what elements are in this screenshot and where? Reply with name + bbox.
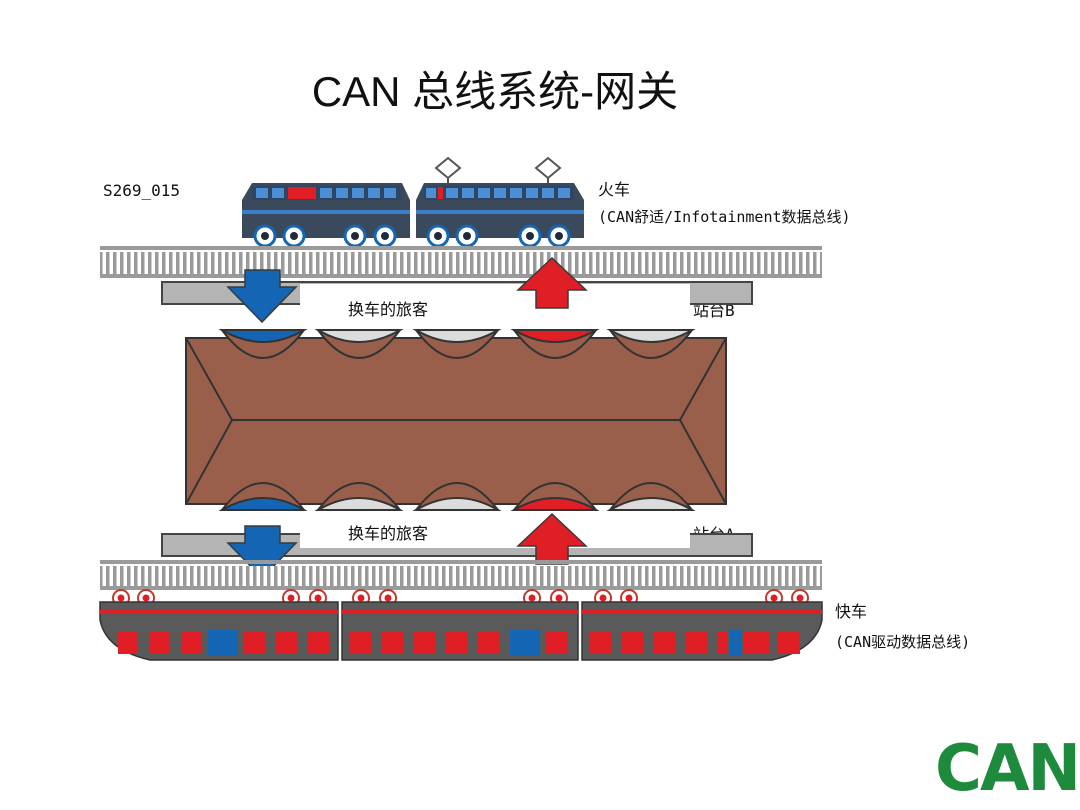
station-b-label: 站台B [693,301,735,320]
top-train-label: 火车 [598,180,631,199]
can-logo: CAN [935,732,1080,806]
transfer-passengers-label-bottom: 换车的旅客 [348,524,429,543]
bottom-track [100,560,822,590]
top-train-sublabel: (CAN舒适/Infotainment数据总线) [598,208,851,226]
bottom-train [99,589,823,661]
page-title: CAN 总线系统-网关 [311,68,679,115]
pantograph-icon [534,156,562,180]
top-track [100,246,822,278]
top-train [242,156,584,248]
wheels [253,224,571,248]
arrow-down-blue-top [226,269,298,324]
bottom-train-sublabel: (CAN驱动数据总线) [835,633,971,651]
arrow-up-red-top [516,256,588,309]
bottom-train-label: 快车 [835,602,868,621]
transfer-passengers-label-top: 换车的旅客 [348,300,429,319]
station-b-platform [161,281,753,320]
gateway-block [185,329,727,511]
figure-code: S269_015 [103,181,181,200]
station-a-platform [161,512,753,557]
pantograph-icon [434,156,462,180]
